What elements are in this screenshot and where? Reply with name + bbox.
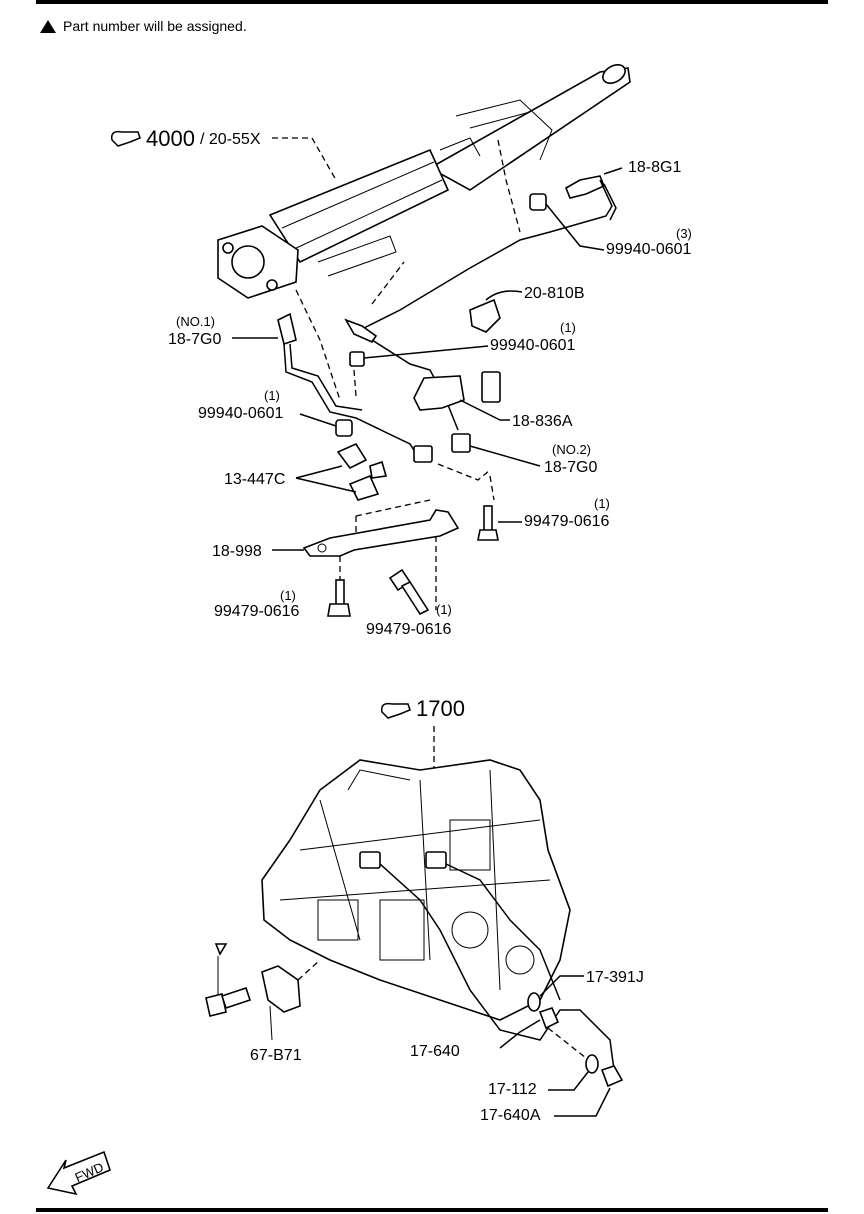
qty-99479-c: (1): [436, 602, 452, 617]
clip-20-810b: 20-810B: [469, 285, 585, 333]
upper-indicator-lines: [295, 139, 521, 534]
exhaust-assembly: [217, 64, 631, 299]
bolt-99479-0616-middle: (1) 99479-0616: [366, 568, 452, 638]
bottom-border-rule: [36, 1208, 828, 1212]
label-17-112: 17-112: [488, 1081, 537, 1098]
ref-1700-callout: 1700: [380, 696, 465, 772]
bracket-18-998: 18-998: [212, 509, 460, 610]
reference-hand-icon: [110, 130, 141, 147]
qty-99940-0601-1b: (1): [264, 388, 280, 403]
triangle-marker-icon-2: [214, 943, 228, 956]
bracket-67-b71: 67-B71: [205, 943, 321, 1064]
label-18-7g0-no2: 18-7G0: [544, 459, 597, 476]
qty-99940-0601-3: (3): [676, 226, 692, 241]
reference-hand-icon-2: [380, 702, 411, 719]
assignment-note-text: Part number will be assigned.: [63, 18, 247, 34]
label-18-8g1: 18-8G1: [628, 159, 681, 176]
label-18-998: 18-998: [212, 543, 262, 560]
sensor-18-8g1: 18-8G1: [359, 159, 681, 331]
nut-99940-0601-qty3: (3) 99940-0601: [529, 193, 692, 258]
label-17-640a: 17-640A: [480, 1107, 541, 1124]
label-no1: (NO.1): [176, 314, 215, 329]
label-17-391j: 17-391J: [586, 969, 644, 986]
bolt-99479-0616-left: (1) 99479-0616: [214, 579, 351, 620]
label-17-640: 17-640: [410, 1043, 460, 1060]
label-99940-0601-1a: 99940-0601: [490, 337, 576, 354]
qty-99940-0601-1a: (1): [560, 320, 576, 335]
label-99940-0601-3: 99940-0601: [606, 241, 692, 258]
label-no2: (NO.2): [552, 442, 591, 457]
ref-4000-label: 4000: [146, 126, 195, 151]
bracket-18-836a: 18-836A: [413, 371, 573, 430]
forward-direction-arrow: FWD: [46, 1150, 111, 1196]
nut-99940-0601-upper: (1) 99940-0601: [349, 320, 576, 367]
label-18-836a: 18-836A: [512, 413, 573, 430]
label-99940-0601-1b: 99940-0601: [198, 405, 284, 422]
label-18-7g0-no1: 18-7G0: [168, 331, 221, 348]
triangle-marker-icon: [40, 19, 56, 33]
switch-17-640a: 17-640A: [480, 1065, 624, 1124]
label-99479-b: 99479-0616: [214, 603, 300, 620]
washer-17-112: 17-112: [488, 1054, 599, 1098]
sensor-18-7g0-no2: (NO.2) 18-7G0: [437, 433, 597, 481]
sensor-tip-front: [344, 318, 459, 431]
qty-99479-b: (1): [280, 588, 296, 603]
assignment-note: Part number will be assigned.: [40, 18, 247, 34]
transmission-case: [261, 759, 615, 1071]
label-99479-a: 99479-0616: [524, 513, 610, 530]
nut-99940-0601-lower: (1) 99940-0601: [198, 388, 353, 437]
qty-99479-a: (1): [594, 496, 610, 511]
switch-17-640: 17-640: [410, 1007, 587, 1060]
label-20-810b: 20-810B: [524, 285, 585, 302]
clips-13-447c: 13-447C: [224, 442, 388, 501]
top-border-rule: [36, 0, 828, 4]
label-99479-c: 99479-0616: [366, 621, 452, 638]
label-13-447c: 13-447C: [224, 471, 285, 488]
label-67-b71: 67-B71: [250, 1047, 302, 1064]
bolt-99479-0616-right: (1) 99479-0616: [477, 496, 610, 541]
ref-1700-label: 1700: [416, 696, 465, 721]
seal-17-391j: 17-391J: [527, 969, 644, 1012]
sensor-18-7g0-no1: (NO.1) 18-7G0: [168, 312, 433, 463]
ref-4000-sub-label: / 20-55X: [200, 131, 261, 148]
ref-4000-callout: 4000 / 20-55X: [110, 126, 337, 181]
